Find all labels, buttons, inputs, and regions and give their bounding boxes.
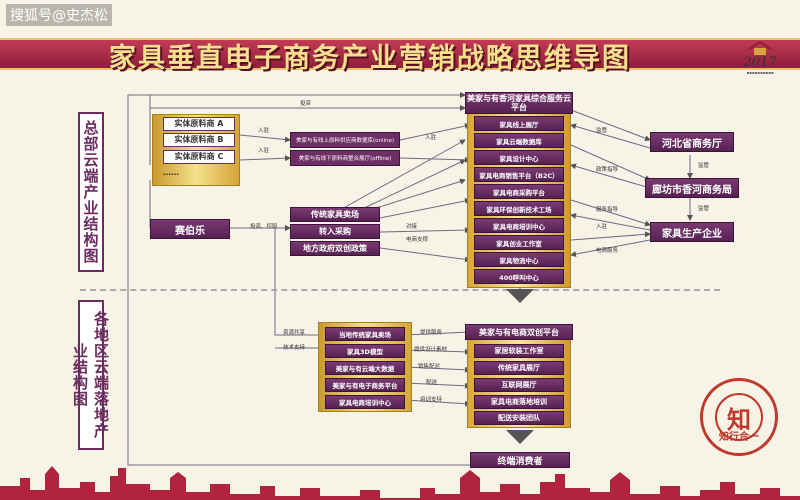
offline-showroom: 美家与有线下原料商整合展厅(offline) — [290, 150, 400, 166]
saibole-box: 赛伯乐 — [150, 219, 230, 239]
column-item: 家具线上展厅 — [474, 116, 564, 131]
house-icon — [748, 40, 772, 55]
stamp-foot: 知行合一 — [719, 432, 759, 443]
column-item: 家具电商落地培训 — [474, 395, 564, 409]
flow-label: 服务指导 — [596, 207, 619, 213]
section-divider — [80, 289, 720, 291]
flow-label: 投资、控股 — [250, 224, 278, 230]
cloud-big-data: 美家与有云端大数据 — [325, 361, 405, 375]
training-center: 家具电商培训中心 — [325, 395, 405, 409]
logo-subtext: ▪▪▪▪▪▪▪▪▪▪ — [746, 70, 774, 75]
flow-label: 配送 — [426, 380, 438, 386]
flow-label: 投资 — [300, 101, 312, 107]
innovation-platform-header: 美家与有电商双创平台 — [465, 324, 573, 340]
flow-label: 资源共享 — [283, 330, 306, 336]
column-item: 互联网展厅 — [474, 378, 564, 392]
column-item: 家具环保创新技术工场 — [474, 201, 564, 216]
flow-label: 政策指导 — [596, 167, 619, 173]
entry-label-2: 入驻 — [258, 148, 270, 154]
section-label-top: 总部云端产业结构图 — [78, 112, 104, 272]
local-market: 当地传统家具卖场 — [325, 327, 405, 341]
section-label-bottom: 各地区云端落地产业结构图 — [71, 300, 110, 450]
flow-label: 电商服务 — [596, 248, 619, 254]
column-item: 家具设计中心 — [474, 150, 564, 165]
column-item: 家具物流中心 — [474, 252, 564, 267]
raw-supplier-more: …… — [163, 168, 179, 177]
raw-supplier-b: 实体原料商 B — [163, 133, 235, 147]
raw-supplier-a: 实体原料商 A — [163, 117, 235, 131]
column-item: 配送安装团队 — [474, 411, 564, 425]
column-item: 家具创业工作室 — [474, 235, 564, 250]
logo-year: 2017 — [743, 55, 777, 70]
entry-label-1: 入驻 — [258, 128, 270, 134]
flow-label: 入驻 — [425, 135, 437, 141]
supervision-label-1: 监管 — [698, 163, 710, 169]
flow-label: 销售配对 — [418, 364, 441, 370]
hebei-commerce-dept: 河北省商务厅 — [650, 132, 734, 152]
ecommerce-platform: 美家与有电子商务平台 — [325, 378, 405, 392]
city-skyline — [0, 466, 800, 500]
column-item: 家具电商培训中心 — [474, 218, 564, 233]
traditional-market: 传统家具卖场 — [290, 207, 380, 222]
page-title: 家具垂直电子商务产业营销战略思维导图 — [109, 43, 631, 74]
raw-supplier-c: 实体原料商 C — [163, 150, 235, 164]
down-arrow-icon — [506, 289, 534, 303]
transfer-purchase: 转入采购 — [290, 224, 380, 239]
langfang-commerce-bureau: 廊坊市香河商务局 — [645, 178, 739, 198]
flow-label: 对接 — [406, 224, 418, 230]
seal-stamp: 知 知行合一 — [700, 378, 778, 456]
stamp-mark: 知 — [715, 393, 763, 441]
flow-label: 监管 — [596, 128, 608, 134]
flow-label: 技术支持 — [283, 345, 306, 351]
column-item: 家具云端数据库 — [474, 133, 564, 148]
innovation-platform-column — [467, 324, 571, 428]
column-item: 400呼叫中心 — [474, 269, 564, 284]
online-platform-database: 美家与有线上原料供应商数据库(online) — [290, 132, 400, 148]
flow-label: 培训支持 — [420, 397, 443, 403]
local-policy: 地方政府双创政策 — [290, 241, 380, 256]
service-platform-header: 美家与有香河家具综合服务云平台 — [465, 92, 573, 114]
column-item: 家具电商销售平台（B2C） — [474, 167, 564, 182]
flow-label: 提供设计素材 — [414, 347, 448, 353]
end-consumer: 终端消费者 — [470, 452, 570, 468]
furniture-manufacturer: 家具生产企业 — [650, 222, 734, 242]
column-item: 家具电商采购平台 — [474, 184, 564, 199]
down-arrow-icon — [506, 430, 534, 444]
column-item: 传统家具展厅 — [474, 361, 564, 375]
column-item: 家居软装工作室 — [474, 344, 564, 358]
flow-label: 电商支撑 — [406, 237, 429, 243]
logo: 2017 ▪▪▪▪▪▪▪▪▪▪ — [730, 40, 790, 82]
furniture-3d-model: 家具3D模型 — [325, 344, 405, 358]
watermark: 搜狐号@史杰松 — [6, 4, 112, 26]
flow-label: 入驻 — [596, 224, 608, 230]
flow-label: 提供服务 — [420, 330, 443, 336]
title-banner — [0, 38, 800, 70]
supervision-label-2: 监管 — [698, 206, 710, 212]
